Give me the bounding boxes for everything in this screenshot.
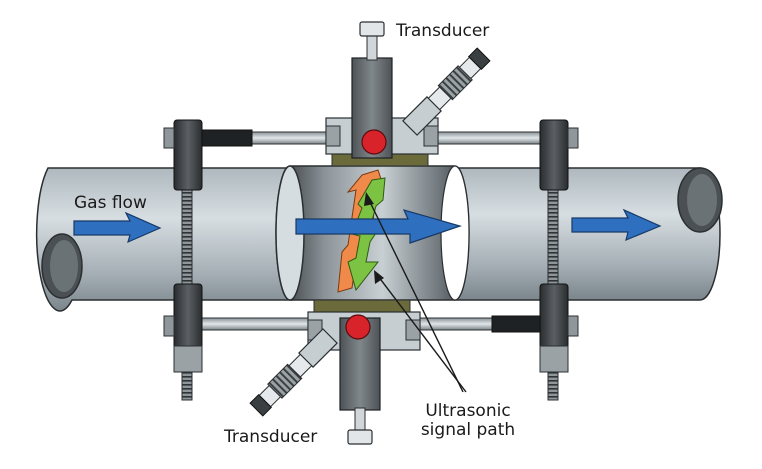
transducer-bottom-label: Transducer (224, 427, 318, 447)
bottom-position-marker (345, 314, 371, 340)
bottom-mount-saddle (313, 299, 411, 313)
leader-arrowhead-lower (374, 270, 384, 284)
top-position-marker (361, 129, 387, 155)
left-clamp (163, 119, 203, 373)
bottom-rod-sleeve (491, 315, 545, 333)
signal-path-leader-lines (367, 197, 467, 393)
pipe-right (454, 167, 723, 301)
flow-arrow-left (73, 211, 162, 244)
flow-arrow-center (295, 209, 463, 244)
flow-arrow-right (571, 208, 662, 242)
bottom-transducer (249, 328, 338, 417)
transducer-top-label: Transducer (396, 21, 490, 41)
gas-flow-label: Gas flow (74, 193, 147, 213)
signal-path-label-line2: signal path (420, 420, 516, 440)
signal-path-label-line1: Ultrasonic (425, 401, 511, 421)
right-clamp (539, 119, 579, 373)
top-rod-sleeve (201, 129, 253, 147)
leader-arrowhead-upper (364, 192, 374, 206)
top-transducer (402, 47, 491, 136)
signal-path-label: Ultrasonic signal path (418, 402, 518, 440)
pipe-left (35, 167, 293, 312)
